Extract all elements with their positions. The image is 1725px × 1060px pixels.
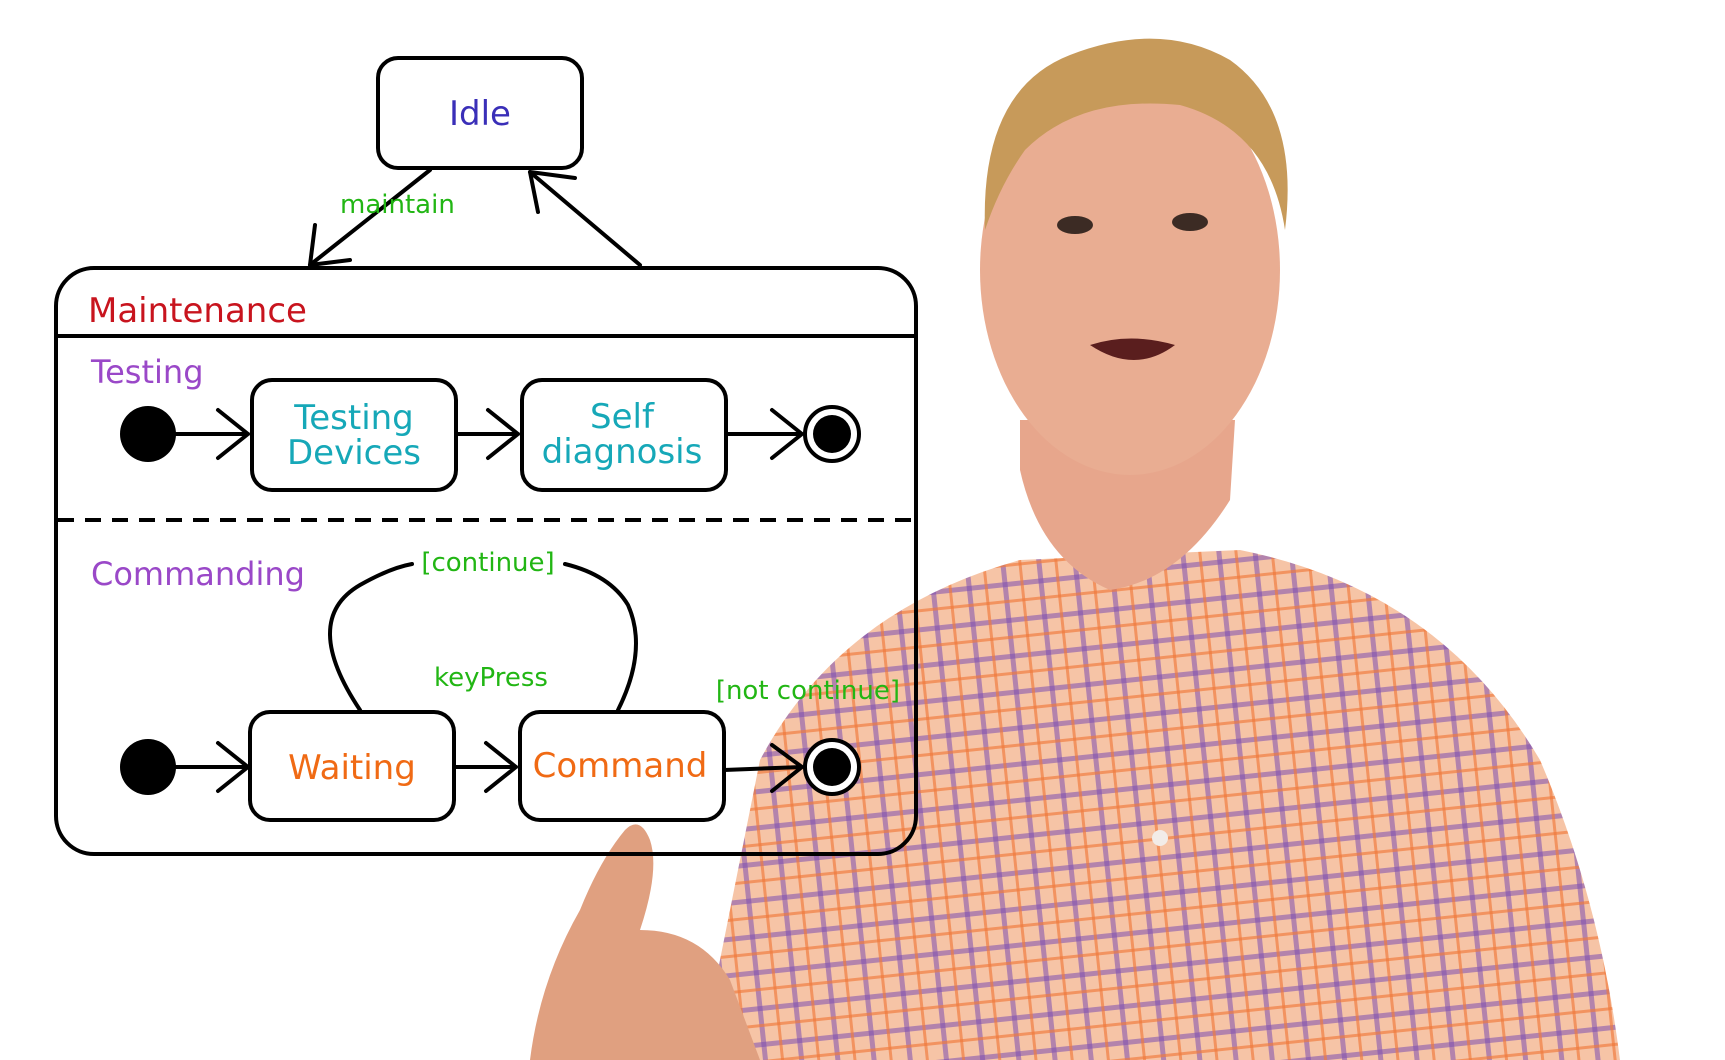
- maintain-arrowhead: [308, 223, 352, 267]
- maintain-label: maintain: [340, 190, 455, 220]
- presenter-right-eye: [1172, 213, 1208, 231]
- waiting-label: Waiting: [288, 748, 416, 788]
- testing-devices-to-self-diagnosis-arrow: [454, 408, 520, 460]
- presenter-hair: [984, 38, 1288, 231]
- testing-initial-node: [120, 406, 176, 462]
- command-to-final-arrow: [722, 743, 804, 793]
- command-box: [518, 710, 726, 822]
- keypress-label: keyPress: [434, 663, 548, 693]
- testing-initial-arrow: [174, 408, 250, 460]
- not-continue-guard-label: [not continue]: [716, 676, 900, 706]
- self-diagnosis-label-line1: Self: [590, 397, 655, 437]
- maintain-transition: maintain: [308, 168, 455, 267]
- waiting-to-command-arrow: [452, 741, 518, 793]
- testing-final-node-dot: [813, 415, 851, 453]
- commanding-region: Commanding [continue] keyPress [not cont…: [91, 548, 900, 822]
- return-to-idle-arrowhead: [528, 170, 577, 214]
- presenter-mouth: [1090, 338, 1175, 360]
- commanding-final-node-dot: [813, 748, 851, 786]
- self-diagnosis-label-line2: diagnosis: [542, 432, 703, 472]
- maintenance-state: Maintenance: [54, 266, 918, 856]
- idle-box: [376, 56, 584, 170]
- self-diagnosis-to-final-arrow: [724, 408, 804, 460]
- presenter-left-eye: [1057, 216, 1093, 234]
- maintain-transition-line: [308, 168, 432, 267]
- maintenance-label: Maintenance: [88, 291, 307, 331]
- testing-devices-label-line1: Testing: [293, 398, 414, 438]
- continue-loop: [328, 562, 638, 712]
- testing-devices-label-line2: Devices: [287, 433, 421, 473]
- presenter: [530, 38, 1620, 1060]
- testing-region-label: Testing: [90, 353, 204, 391]
- shirt-button: [1152, 830, 1168, 846]
- return-to-idle-transition: [528, 170, 642, 267]
- maintenance-box: [54, 266, 918, 856]
- testing-region: Testing Testing Devices Self diagnosis: [90, 353, 861, 492]
- commanding-initial-node: [120, 739, 176, 795]
- idle-label: Idle: [449, 94, 511, 134]
- return-to-idle-line: [528, 170, 642, 267]
- commanding-initial-arrow: [174, 741, 250, 793]
- presenter-hand: [530, 824, 760, 1060]
- continue-guard-label: [continue]: [421, 548, 554, 578]
- command-label: Command: [533, 746, 708, 786]
- idle-state: Idle: [376, 56, 584, 170]
- presenter-face: [980, 65, 1280, 475]
- commanding-region-label: Commanding: [91, 555, 305, 593]
- presenter-shirt: [700, 550, 1620, 1060]
